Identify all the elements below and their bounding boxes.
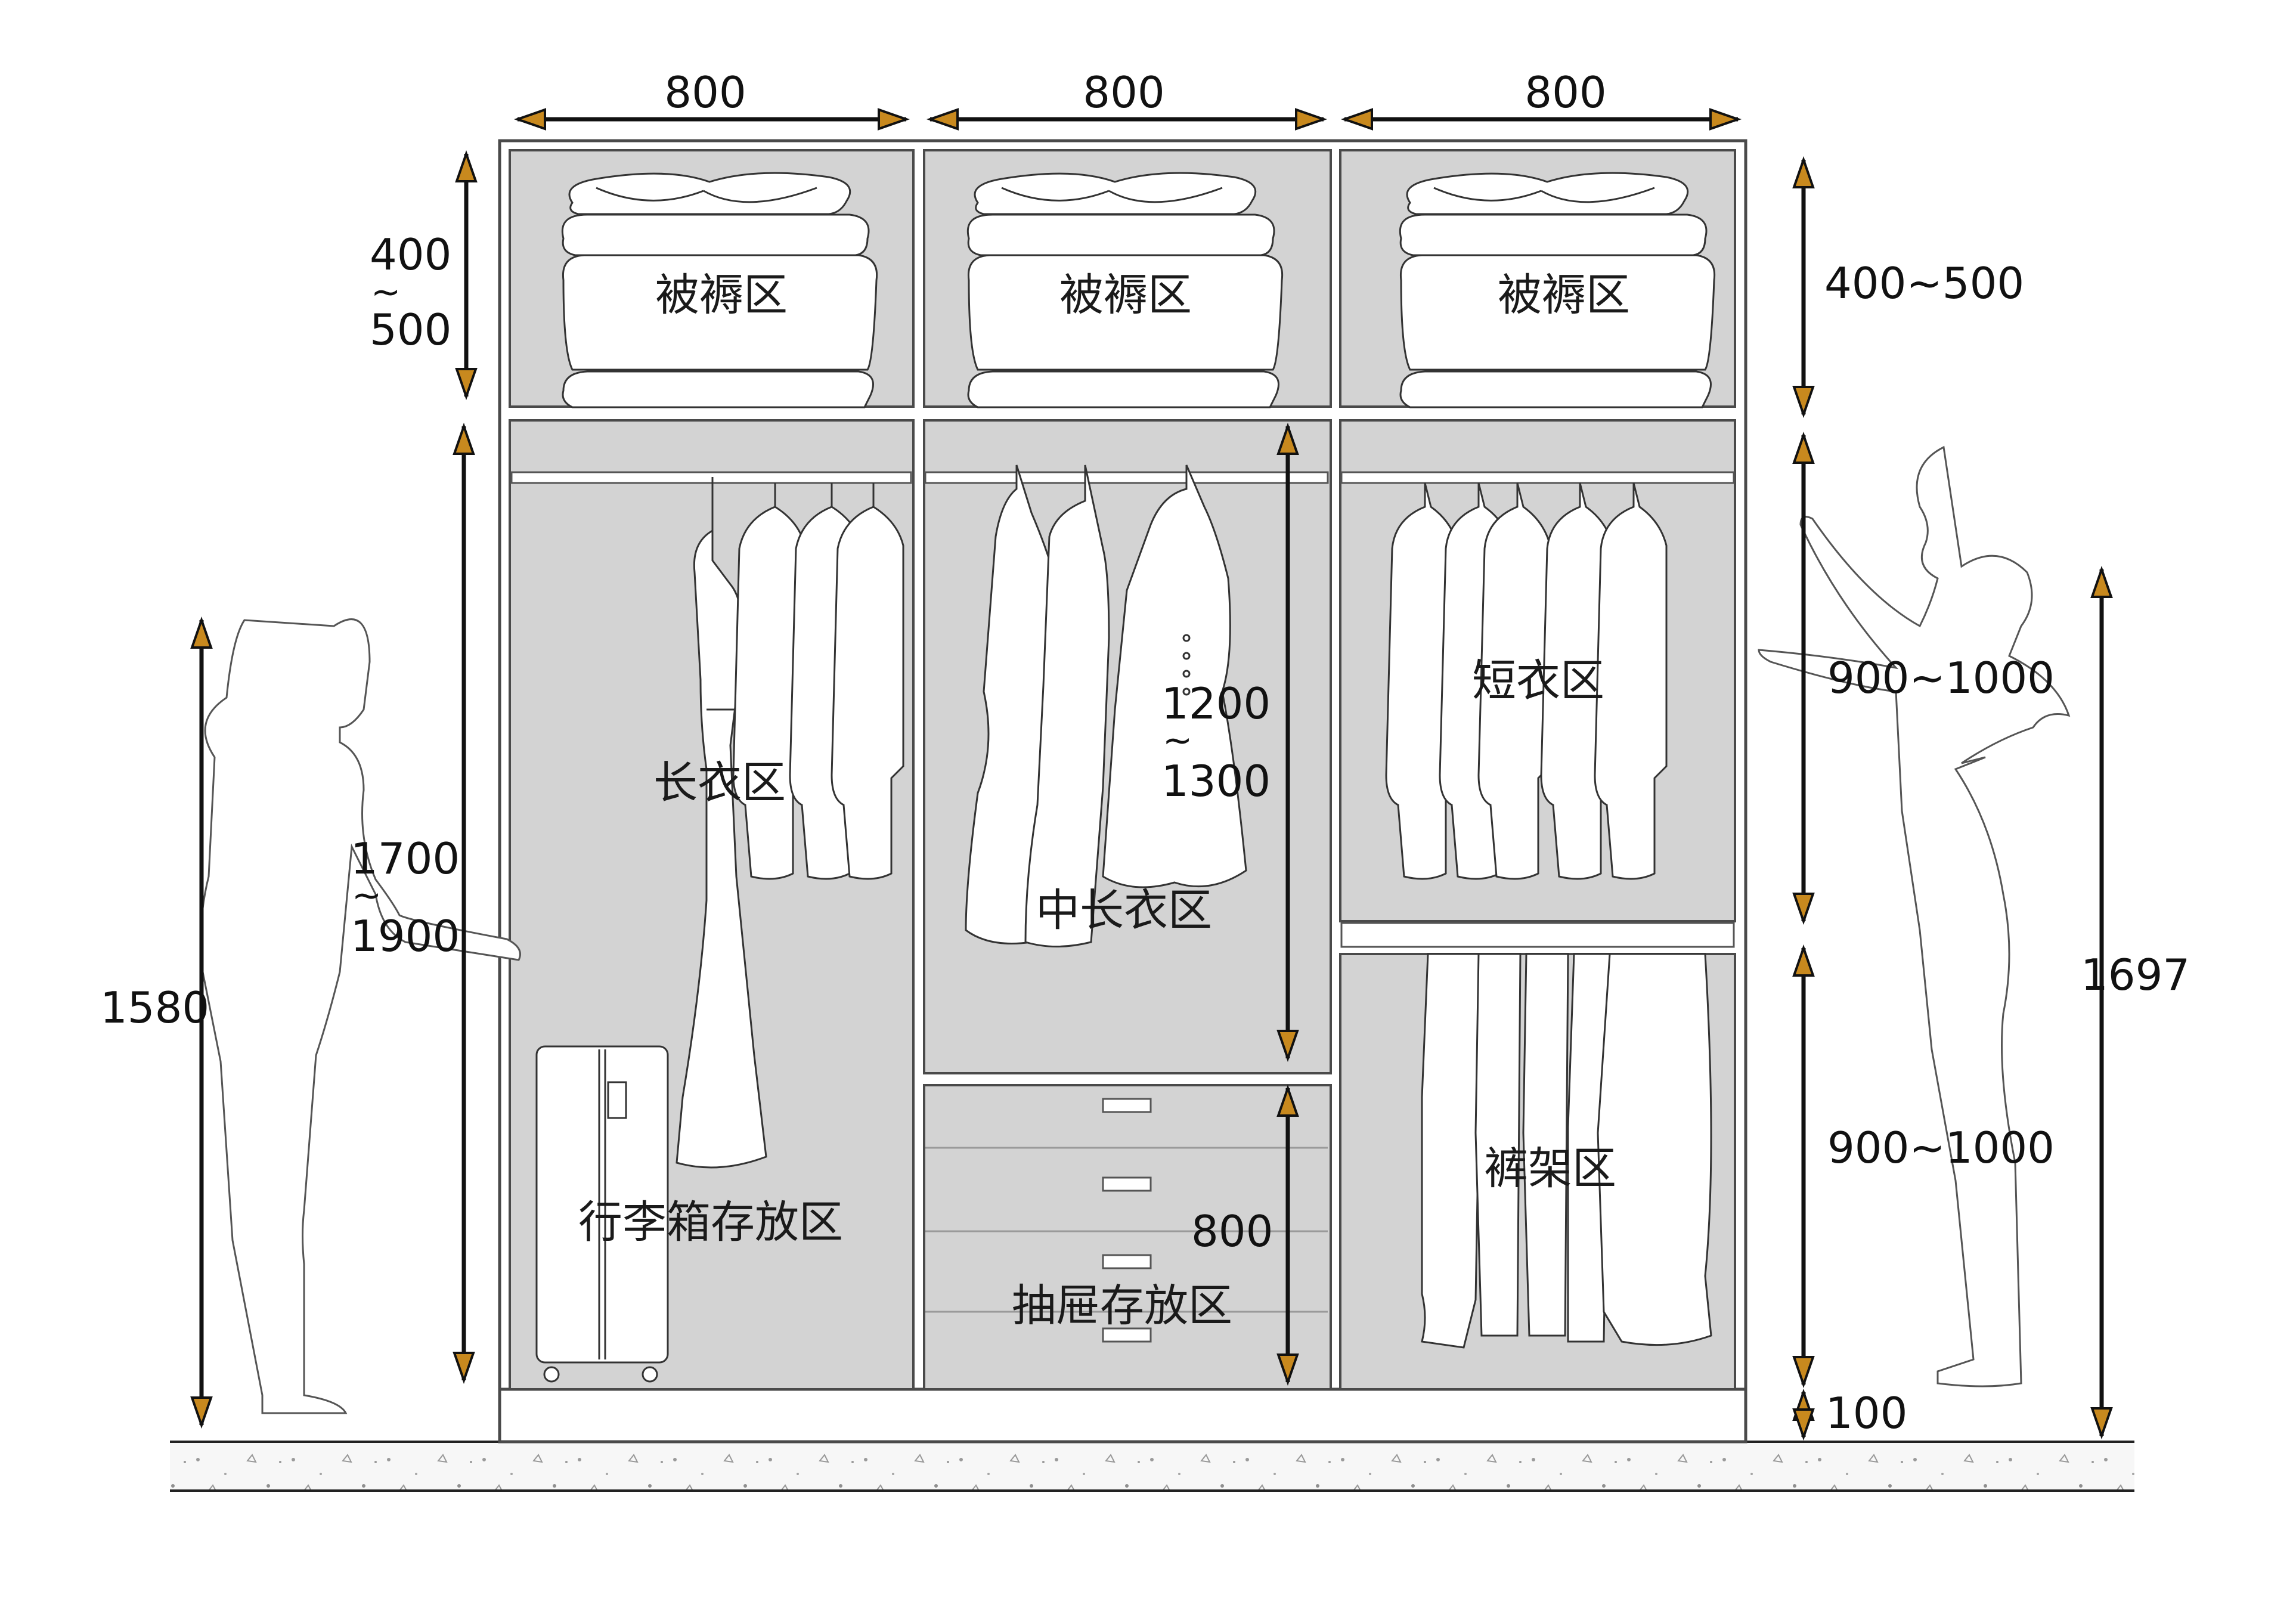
dim-mid-hang-tilde: ~ bbox=[1163, 720, 1192, 761]
arrow-width-left bbox=[513, 108, 910, 131]
bedding-stack-right bbox=[1399, 172, 1716, 408]
drawer-handle bbox=[1102, 1327, 1152, 1343]
zone-label-short-clothes: 短衣区 bbox=[1472, 655, 1604, 707]
arrow-trouser-zone bbox=[1792, 944, 1815, 1389]
dimension-arrows bbox=[190, 108, 2113, 1441]
dim-trouser-zone: 900~1000 bbox=[1827, 1123, 2055, 1173]
zone-label-mid-long-clothes: 中长衣区 bbox=[1036, 885, 1212, 936]
arrow-woman-height bbox=[190, 616, 213, 1429]
drawer-stack bbox=[925, 1098, 1328, 1343]
arrow-top-right bbox=[1792, 156, 1815, 419]
arrow-man-height bbox=[2090, 565, 2113, 1440]
dim-short-zone: 900~1000 bbox=[1827, 653, 2055, 703]
arrow-short-zone bbox=[1792, 431, 1815, 925]
width-middle-value: 800 bbox=[1083, 67, 1164, 117]
arrow-top-left bbox=[455, 150, 478, 401]
arrow-mid-hang bbox=[1276, 422, 1299, 1063]
woman-figure bbox=[200, 618, 521, 1414]
dim-top-right: 400~500 bbox=[1824, 258, 2024, 308]
width-left-value: 800 bbox=[664, 67, 746, 117]
hanging-rods bbox=[510, 471, 1735, 948]
bedding-stack-middle bbox=[967, 172, 1284, 408]
dim-top-left-tilde: ~ bbox=[371, 271, 401, 313]
dim-hang-left-1900: 1900 bbox=[351, 911, 460, 961]
zone-label-luggage: 行李箱存放区 bbox=[578, 1197, 843, 1248]
arrow-hang-left bbox=[453, 422, 475, 1384]
dim-hang-left-tilde: ~ bbox=[352, 875, 382, 916]
zone-label-bedding-left: 被褥区 bbox=[655, 270, 788, 321]
floor bbox=[170, 1441, 2134, 1492]
dim-mid-hang-1300: 1300 bbox=[1161, 756, 1271, 806]
zone-label-trouser-rack: 裤架区 bbox=[1484, 1143, 1616, 1194]
zone-label-bedding-right: 被褥区 bbox=[1498, 270, 1630, 321]
width-right-value: 800 bbox=[1525, 67, 1606, 117]
zone-label-long-clothes: 长衣区 bbox=[653, 757, 786, 809]
short-coats-left bbox=[732, 483, 904, 880]
drawer-handle bbox=[1102, 1098, 1152, 1113]
short-shirts-right bbox=[1385, 482, 1668, 880]
dim-woman-height: 1580 bbox=[100, 983, 209, 1033]
dim-mid-hang-1200: 1200 bbox=[1161, 679, 1271, 729]
suitcase bbox=[535, 1045, 669, 1383]
arrow-plinth bbox=[1792, 1388, 1815, 1441]
dim-man-height: 1697 bbox=[2081, 950, 2190, 1000]
arrow-drawer bbox=[1276, 1084, 1299, 1386]
dim-plinth-100: 100 bbox=[1826, 1388, 1907, 1438]
dim-drawer-800: 800 bbox=[1191, 1206, 1273, 1256]
dim-top-left-400: 400 bbox=[370, 230, 451, 280]
man-figure bbox=[1758, 445, 2071, 1387]
arrow-width-right bbox=[1340, 108, 1742, 131]
zone-label-bedding-middle: 被褥区 bbox=[1059, 270, 1192, 321]
zone-label-drawers: 抽屉存放区 bbox=[1012, 1280, 1232, 1331]
dim-top-left-500: 500 bbox=[370, 305, 451, 355]
drawer-handle bbox=[1102, 1176, 1152, 1192]
bedding-stack-left bbox=[562, 172, 878, 408]
dim-hang-left-1700: 1700 bbox=[351, 834, 460, 884]
drawer-handle bbox=[1102, 1254, 1152, 1269]
mid-length-dresses bbox=[965, 464, 1247, 947]
trousers-on-rack bbox=[1421, 953, 1712, 1349]
arrow-width-middle bbox=[926, 108, 1328, 131]
